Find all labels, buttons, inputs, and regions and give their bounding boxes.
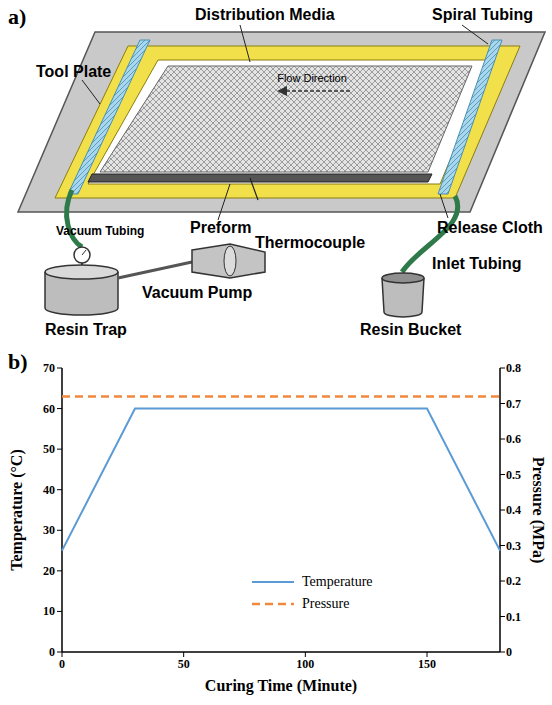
tick-label: 10 [43, 604, 55, 619]
vacuum-tubing [67, 190, 82, 247]
tick-mark [57, 408, 62, 409]
tick-label: 0.7 [506, 396, 521, 411]
tick-mark [305, 652, 306, 657]
part-label: Release Cloth [437, 219, 543, 237]
tick-label: 60 [43, 401, 55, 416]
tick-label: 0.6 [506, 432, 521, 447]
vacuum-gauge [74, 247, 90, 263]
tick-label: 0.3 [506, 538, 521, 553]
part-label: Vacuum Pump [142, 284, 252, 302]
tick-label: 20 [43, 563, 55, 578]
tick-mark [500, 510, 505, 511]
part-label: Resin Bucket [360, 321, 461, 339]
leader-line [218, 184, 230, 220]
resin-bucket [382, 278, 424, 317]
part-label: Resin Trap [45, 321, 127, 339]
distribution-media [100, 66, 472, 172]
part-label: Spiral Tubing [432, 6, 533, 24]
preform [88, 174, 432, 182]
legend-text: Pressure [302, 596, 349, 612]
tick-label: 40 [43, 482, 55, 497]
release-cloth-inner [88, 60, 492, 184]
tick-mark [183, 652, 184, 657]
resin-bucket-rim [382, 273, 424, 283]
tool-plate [18, 32, 545, 212]
tick-label: 0.1 [506, 609, 521, 624]
tick-mark [500, 545, 505, 546]
axis-title: Temperature (°C) [8, 449, 26, 570]
tick-mark [500, 474, 505, 475]
tick-label: 0 [59, 657, 65, 672]
tick-mark [57, 489, 62, 490]
tick-mark [57, 570, 62, 571]
tick-mark [500, 616, 505, 617]
tick-mark [500, 403, 505, 404]
tick-label: 0 [49, 645, 55, 660]
tick-label: 100 [296, 657, 314, 672]
axis-title: Pressure (MPa) [529, 457, 547, 563]
tick-mark [500, 439, 505, 440]
leader-line [82, 80, 100, 104]
tick-label: 50 [178, 657, 190, 672]
tick-mark [500, 652, 505, 653]
tick-mark [62, 652, 63, 657]
tick-mark [500, 368, 505, 369]
tick-label: 0.8 [506, 361, 521, 376]
legend-text: Temperature [302, 574, 373, 590]
leader-line [440, 194, 448, 218]
spiral-tubing [438, 40, 502, 194]
axis-title: Curing Time (Minute) [205, 677, 357, 695]
tick-mark [57, 652, 62, 653]
tick-mark [500, 581, 505, 582]
pump-hose [118, 262, 192, 278]
part-label: Inlet Tubing [432, 255, 521, 273]
tick-marks [57, 368, 505, 657]
panel-label: b) [8, 349, 28, 375]
tick-label: 30 [43, 523, 55, 538]
pump-flange [224, 246, 236, 276]
flow-label: Flow Direction [277, 72, 347, 84]
tick-label: 0.4 [506, 503, 521, 518]
tick-label: 70 [43, 361, 55, 376]
part-label: Preform [190, 219, 251, 237]
tick-mark [57, 449, 62, 450]
part-label: Tool Plate [36, 63, 111, 81]
tick-mark [427, 652, 428, 657]
legend-sample [252, 603, 294, 606]
thermocouple-wire [250, 178, 258, 200]
pressure-line [62, 395, 500, 398]
gauge-needle [82, 250, 86, 255]
bottom-axis [62, 651, 500, 653]
leader-line [240, 25, 250, 62]
tick-mark [57, 530, 62, 531]
panel-label: a) [8, 4, 26, 30]
tick-label: 150 [418, 657, 436, 672]
temperature-line [62, 409, 500, 551]
tick-mark [57, 368, 62, 369]
left-axis [61, 368, 63, 652]
legend-sample [252, 581, 294, 583]
part-label: Thermocouple [255, 234, 365, 252]
tick-label: 0.5 [506, 467, 521, 482]
tick-label: 0 [506, 645, 512, 660]
part-label: Vacuum Tubing [56, 224, 144, 238]
resin-trap-lid [45, 265, 118, 279]
tick-label: 50 [43, 442, 55, 457]
flow-arrow [278, 90, 350, 92]
vacuum-pump [192, 244, 265, 278]
leader-line [462, 25, 488, 44]
tick-label: 0.2 [506, 574, 521, 589]
part-label: Distribution Media [195, 6, 335, 24]
tick-mark [57, 611, 62, 612]
